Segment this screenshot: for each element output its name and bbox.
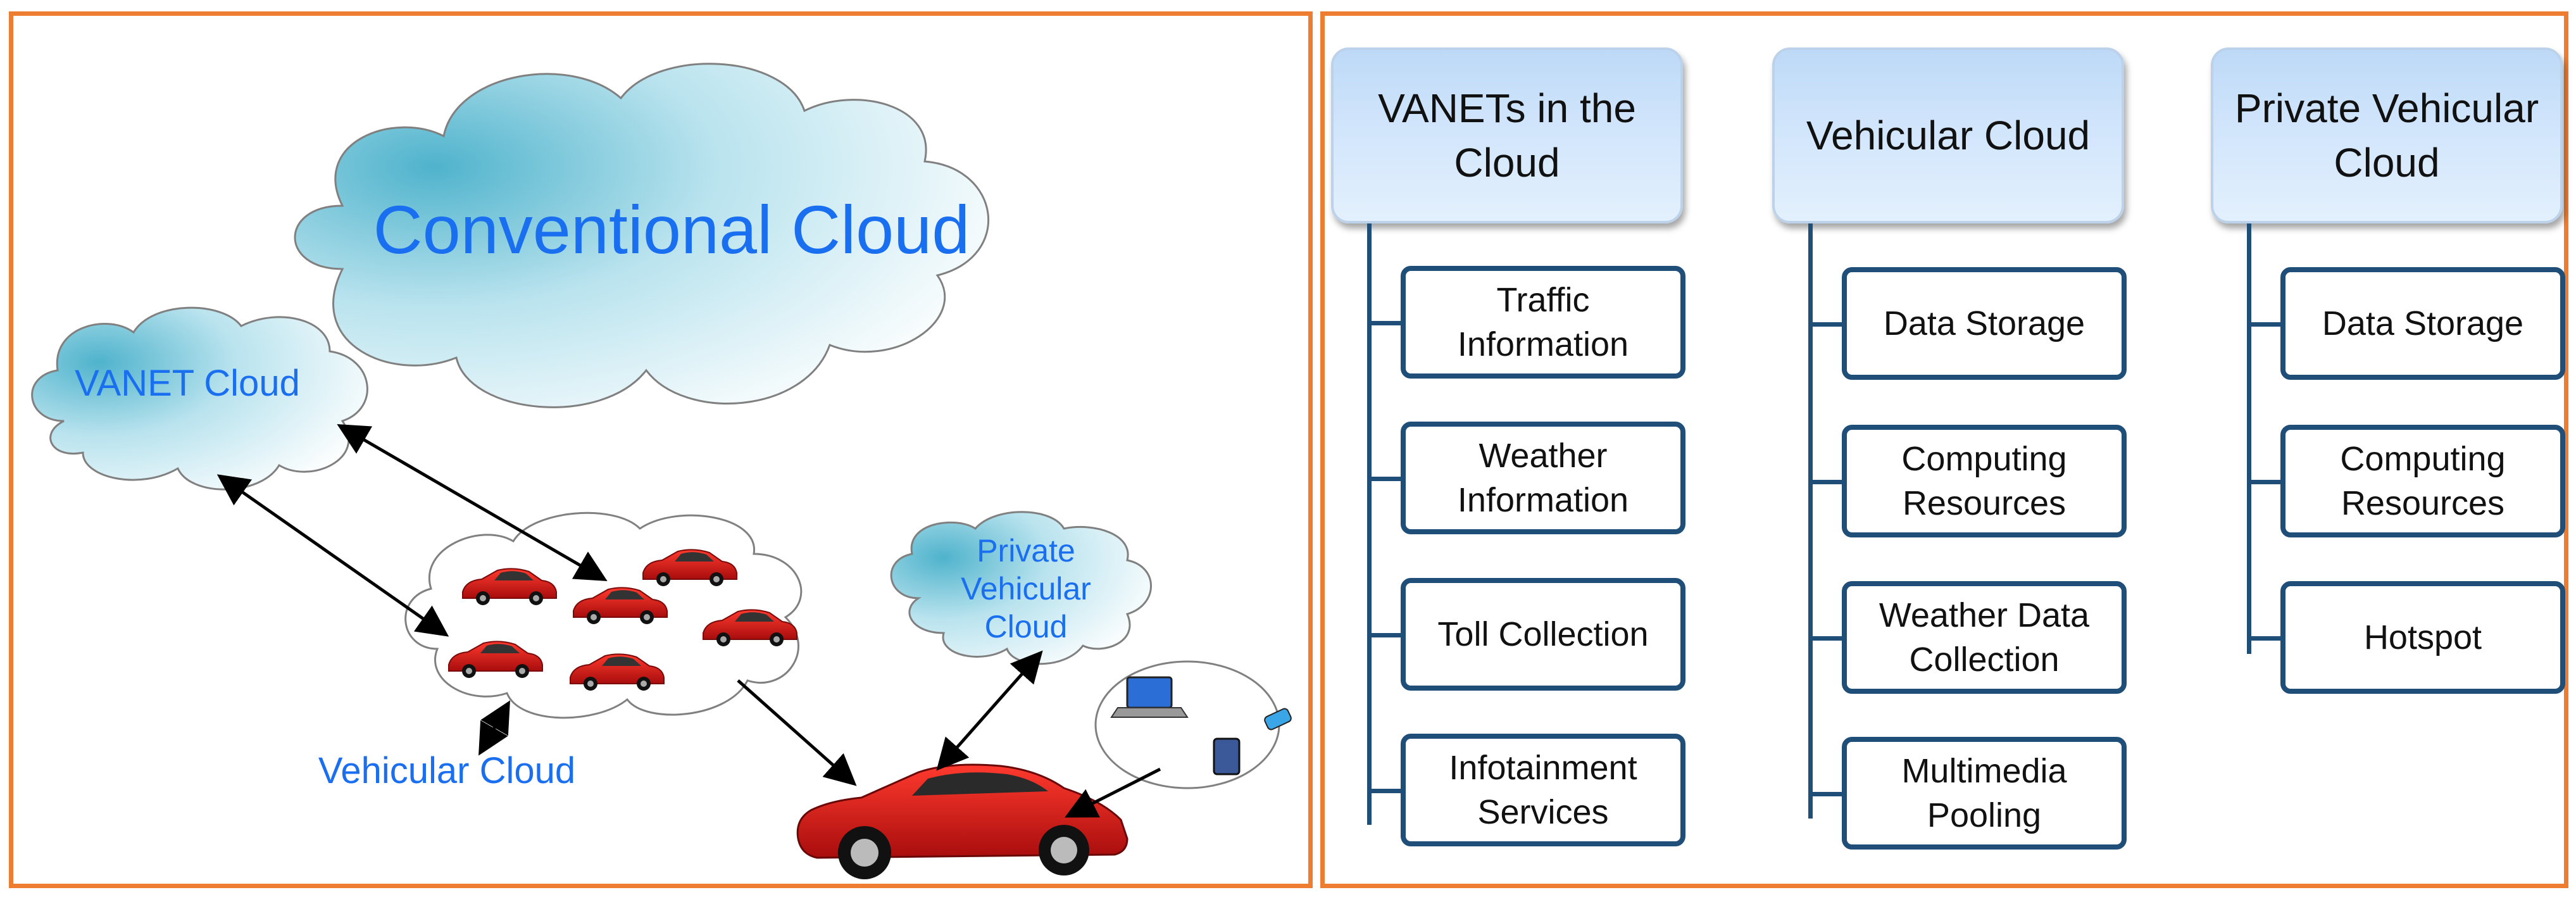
tablet-icon [1213,737,1241,775]
private-cloud-label-line3: Cloud [985,609,1068,644]
list-item: Data Storage [1842,267,2127,380]
tree-connector [1808,223,1813,819]
arrow-vanet-to-vehicular [337,423,608,582]
list-item: Infotainment Services [1401,734,1685,846]
tree-branch [1808,480,1845,484]
list-item: Weather Information [1401,422,1685,534]
tree-branch [1808,636,1845,641]
tree-connector [2247,223,2251,654]
right-panel: VANETs in the Cloud Traffic Information … [1320,11,2568,888]
arrow-vehicular-label [478,700,510,756]
arrow-main-car-to-private-cloud [936,650,1043,771]
vanet-cloud-label: VANET Cloud [75,363,300,404]
vanet-cloud-shape [31,306,368,491]
tree-branch [1367,633,1404,637]
list-item: Data Storage [2280,267,2565,380]
list-item: Toll Collection [1401,578,1685,691]
devices-bubble [1094,660,1292,789]
tree-branch [2247,322,2284,327]
private-cloud-label-line2: Vehicular [961,571,1091,606]
arrow-devices-to-main-car [1065,767,1161,818]
laptop-icon [1110,676,1189,718]
list-item: Computing Resources [2280,425,2565,537]
list-item: Traffic Information [1401,266,1685,379]
arrow-cars-to-main-car [737,679,857,786]
left-panel: Conventional Cloud VANET Cloud Vehicular… [9,11,1313,888]
private-cloud-label-line1: Private [977,533,1075,568]
vehicular-cloud-label: Vehicular Cloud [318,750,575,791]
conventional-cloud-shape [294,63,990,408]
main-car-icon [796,763,1129,879]
list-item: Multimedia Pooling [1842,737,2127,850]
smartphone-icon [1264,708,1292,731]
tree-branch [1808,792,1845,796]
tree-branch [2247,480,2284,484]
cloud-network-illustration: Conventional Cloud VANET Cloud Vehicular… [31,63,1292,879]
conventional-cloud-label: Conventional Cloud [373,191,970,268]
list-item: Weather Data Collection [1842,581,2127,694]
tree-branch [1367,321,1404,325]
tree-branch [2247,636,2284,641]
tree-branch [1367,789,1404,793]
column-header: Private Vehicular Cloud [2211,47,2563,223]
column-header: Vehicular Cloud [1772,47,2124,223]
list-item: Computing Resources [1842,425,2127,537]
column-header: VANETs in the Cloud [1331,47,1683,223]
arrow-vanet-to-vehicular-2 [216,474,449,637]
list-item: Hotspot [2280,581,2565,694]
tree-branch [1367,477,1404,481]
tree-connector [1367,223,1372,825]
tree-branch [1808,322,1845,327]
